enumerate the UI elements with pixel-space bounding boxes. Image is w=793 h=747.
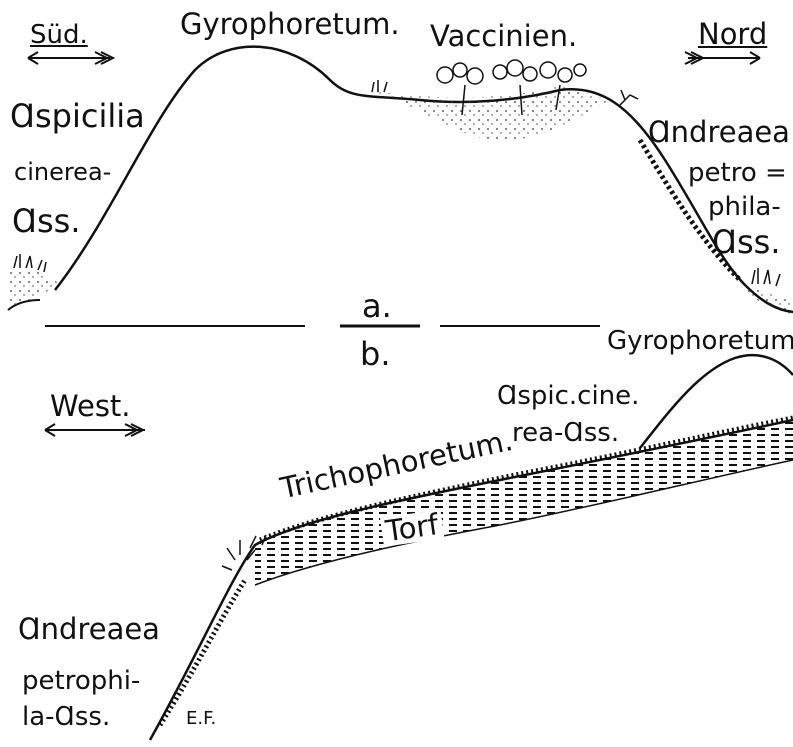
andreaea-label-b-2: petrophi- <box>22 668 140 694</box>
soil-left <box>8 269 60 310</box>
panel-b-marker: b. <box>360 338 390 370</box>
torf-label: Torf <box>380 510 444 547</box>
arrow-west <box>45 424 145 436</box>
aspic-label-1: Ɑspic.cine. <box>497 383 639 409</box>
gyrophoretum-label-b: Gyrophoretum. <box>607 328 793 354</box>
rock-outline-a <box>55 47 793 312</box>
signature-label: E.F. <box>186 710 216 728</box>
twig-right <box>620 90 638 105</box>
andreaea-label-a-2: petro = <box>688 160 787 186</box>
vaccinien-label: Vaccinien. <box>430 22 577 51</box>
soil-pocket <box>375 86 610 141</box>
arrow-south <box>28 52 113 64</box>
direction-west-label: West. <box>50 392 131 421</box>
andreaea-label-b-1: Ɑndreaea <box>18 615 160 644</box>
direction-south-label: Süd. <box>30 22 88 48</box>
gyrophoretum-label-a: Gyrophoretum. <box>180 10 400 39</box>
panel-a-marker: a. <box>362 290 392 322</box>
direction-north-label: Nord <box>698 20 767 49</box>
andreaea-label-a-3: phila- <box>708 194 781 220</box>
aspicilia-label-2: cinerea- <box>14 160 111 184</box>
andreaea-label-a-4: Ɑss. <box>712 226 781 258</box>
aspicilia-label-3: Ɑss. <box>12 205 81 237</box>
andreaea-layer <box>160 580 245 725</box>
aspicilia-label-1: Ɑspicilia <box>10 100 145 132</box>
aspic-label-2: rea-Ɑss. <box>512 420 619 446</box>
grass-right <box>752 268 780 286</box>
soil-right <box>745 285 793 315</box>
andreaea-label-b-3: la-Ɑss. <box>22 704 110 730</box>
arrow-north <box>685 52 760 64</box>
grass-top <box>372 80 387 92</box>
andreaea-label-a-1: Ɑndreaea <box>648 118 790 147</box>
